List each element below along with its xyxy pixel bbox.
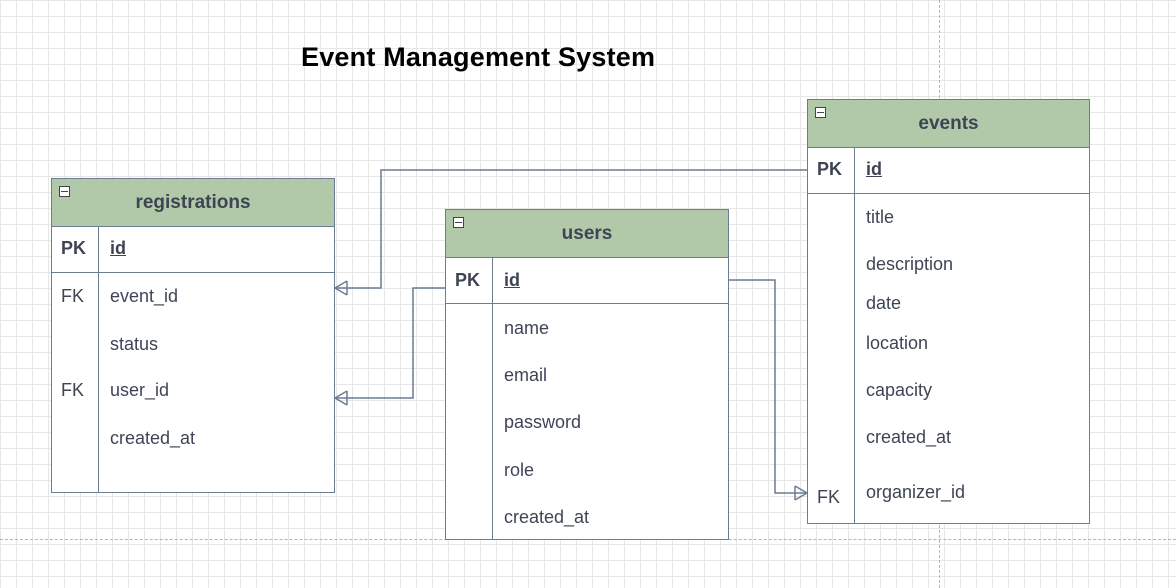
field-organizer-id[interactable]: organizer_id bbox=[866, 482, 966, 502]
field-capacity[interactable]: capacity bbox=[866, 380, 933, 400]
connector-events-registrations[interactable] bbox=[335, 169, 807, 289]
crowsfoot-registrations-event bbox=[334, 280, 348, 289]
field-date[interactable]: date bbox=[866, 293, 902, 313]
entity-name: registrations bbox=[135, 191, 251, 213]
pk-separator bbox=[446, 303, 728, 304]
entity-registrations[interactable]: registrations PK id FK event_id status F… bbox=[51, 178, 335, 493]
entity-header[interactable]: registrations bbox=[52, 179, 334, 227]
crowsfoot-events-organizer bbox=[794, 485, 808, 494]
fk-label: FK bbox=[61, 286, 85, 306]
field-password[interactable]: password bbox=[504, 412, 582, 432]
entity-users[interactable]: users PK id name email password role cre… bbox=[445, 209, 729, 540]
pk-label: PK bbox=[455, 270, 481, 290]
field-title[interactable]: title bbox=[866, 207, 895, 227]
pk-label: PK bbox=[817, 159, 843, 179]
connector-users-registrations[interactable] bbox=[335, 287, 445, 399]
field-status[interactable]: status bbox=[110, 334, 159, 354]
crowsfoot-registrations-user bbox=[334, 390, 348, 399]
entity-events[interactable]: events PK id title description date loca… bbox=[807, 99, 1090, 524]
fk-label: FK bbox=[817, 487, 841, 507]
pk-separator bbox=[808, 193, 1089, 194]
connector-users-events[interactable] bbox=[729, 279, 807, 494]
key-column-divider bbox=[854, 147, 855, 523]
field-name[interactable]: name bbox=[504, 318, 550, 338]
field-created-at[interactable]: created_at bbox=[110, 428, 196, 448]
diagram-title: Event Management System bbox=[301, 42, 656, 72]
crowsfoot-registrations-event-b bbox=[334, 287, 348, 296]
field-created-at[interactable]: created_at bbox=[866, 427, 952, 447]
field-created-at[interactable]: created_at bbox=[504, 507, 590, 527]
field-user-id[interactable]: user_id bbox=[110, 380, 170, 400]
field-email[interactable]: email bbox=[504, 365, 548, 385]
key-column-divider bbox=[492, 257, 493, 539]
crowsfoot-events-organizer-b bbox=[794, 492, 808, 501]
collapse-icon[interactable] bbox=[453, 217, 464, 228]
collapse-icon[interactable] bbox=[59, 186, 70, 197]
field-event-id[interactable]: event_id bbox=[110, 286, 179, 306]
pk-separator bbox=[52, 272, 334, 273]
fk-label: FK bbox=[61, 380, 85, 400]
field-id[interactable]: id bbox=[866, 159, 882, 179]
crowsfoot-registrations-user-b bbox=[334, 397, 348, 406]
field-location[interactable]: location bbox=[866, 333, 929, 353]
field-role[interactable]: role bbox=[504, 460, 535, 480]
pk-label: PK bbox=[61, 238, 87, 258]
field-id[interactable]: id bbox=[110, 238, 126, 258]
field-description[interactable]: description bbox=[866, 254, 954, 274]
entity-name: events bbox=[918, 112, 979, 134]
field-id[interactable]: id bbox=[504, 270, 520, 290]
entity-header[interactable]: users bbox=[446, 210, 728, 258]
key-column-divider bbox=[98, 226, 99, 492]
entity-header[interactable]: events bbox=[808, 100, 1089, 148]
entity-name: users bbox=[561, 222, 613, 244]
collapse-icon[interactable] bbox=[815, 107, 826, 118]
